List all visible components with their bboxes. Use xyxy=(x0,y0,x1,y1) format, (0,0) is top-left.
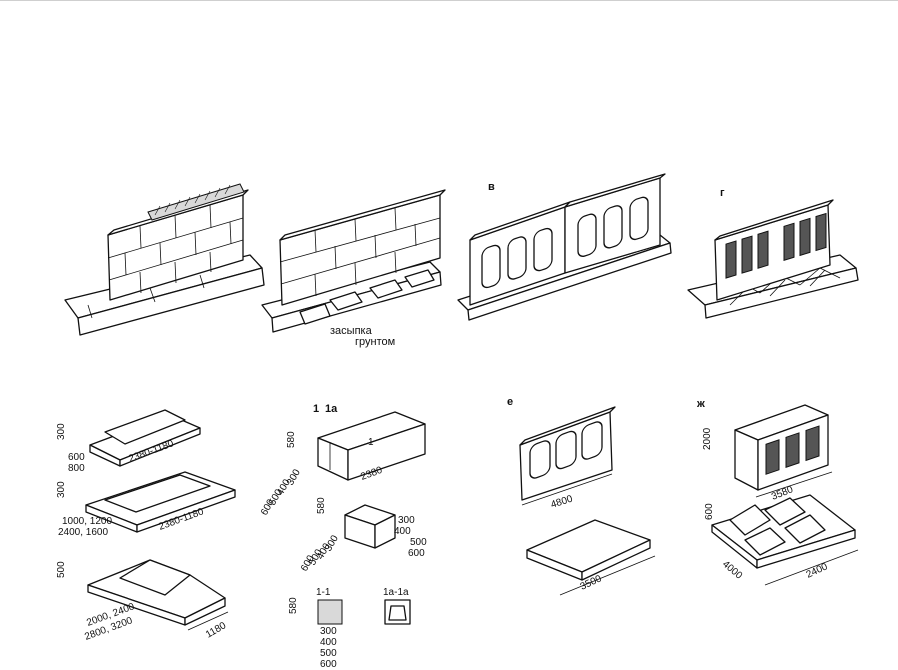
panel-g-panel-on-footing: г xyxy=(687,187,859,319)
dim-b-c400: 400 xyxy=(320,637,337,648)
panel-b-wall-blocks: 1 1а 1 580 2380 300 400 500 600 580 300 … xyxy=(259,403,427,670)
section-1-1-label: 1-1 xyxy=(316,587,331,598)
section-mark-1a: 1а xyxy=(325,403,338,415)
panel-zh-panel-and-footing: ж 2000 3580 600 4000 2400 xyxy=(696,398,859,586)
dim-a-500: 500 xyxy=(56,561,67,578)
dim-b-c600: 600 xyxy=(320,659,337,670)
panel-a-strip-wall xyxy=(64,183,265,336)
panel-zh-label: ж xyxy=(696,398,705,410)
annotation-soil-label: грунтом xyxy=(355,336,395,348)
dim-a-width-2a: 1000, 1200 xyxy=(62,516,112,527)
panel-g-label: г xyxy=(720,187,725,199)
dim-a-300: 300 xyxy=(56,423,67,440)
section-1a-1a-label: 1а-1а xyxy=(383,587,409,598)
panel-v-precast-wall: в xyxy=(457,173,672,321)
annotation-fill-label: засыпка xyxy=(330,325,373,337)
top-border-line xyxy=(0,0,898,1)
dim-zh-2400: 2400 xyxy=(805,561,830,581)
dim-zh-600: 600 xyxy=(704,503,715,520)
dim-a-width-2b: 2400, 1600 xyxy=(58,527,108,538)
section-mark-1-inner: 1 xyxy=(368,437,374,448)
dim-b-580b: 580 xyxy=(316,497,327,514)
dim-b-s400b: 400 xyxy=(394,526,411,537)
panel-e-label: е xyxy=(507,396,513,408)
dim-a-1180: 1180 xyxy=(204,620,229,640)
panel-b-discrete-footings: засыпка грунтом xyxy=(261,189,446,348)
dim-b-s300b: 300 xyxy=(398,515,415,526)
dim-b-c500: 500 xyxy=(320,648,337,659)
panel-e-panel-and-slab: е 4800 3500 xyxy=(507,396,656,596)
section-1-1-shape xyxy=(317,599,343,625)
panel-v-label: в xyxy=(488,181,495,193)
panel-a-footing-slabs: 300 600 800 2380-1180 300 1000, 1200 240… xyxy=(56,409,236,643)
dim-a-300b: 300 xyxy=(56,481,67,498)
dim-b-c300: 300 xyxy=(320,626,337,637)
section-mark-1: 1 xyxy=(313,403,319,415)
dim-a-600: 600 xyxy=(68,452,85,463)
dim-zh-2000: 2000 xyxy=(702,427,713,450)
dim-a-800: 800 xyxy=(68,463,85,474)
dim-b-580: 580 xyxy=(286,431,297,448)
dim-e-4800: 4800 xyxy=(550,493,575,510)
dim-zh-4000: 4000 xyxy=(720,559,744,582)
dim-b-s600b: 600 xyxy=(408,548,425,559)
dim-b-580c: 580 xyxy=(288,597,299,614)
dim-b-s500b: 500 xyxy=(410,537,427,548)
